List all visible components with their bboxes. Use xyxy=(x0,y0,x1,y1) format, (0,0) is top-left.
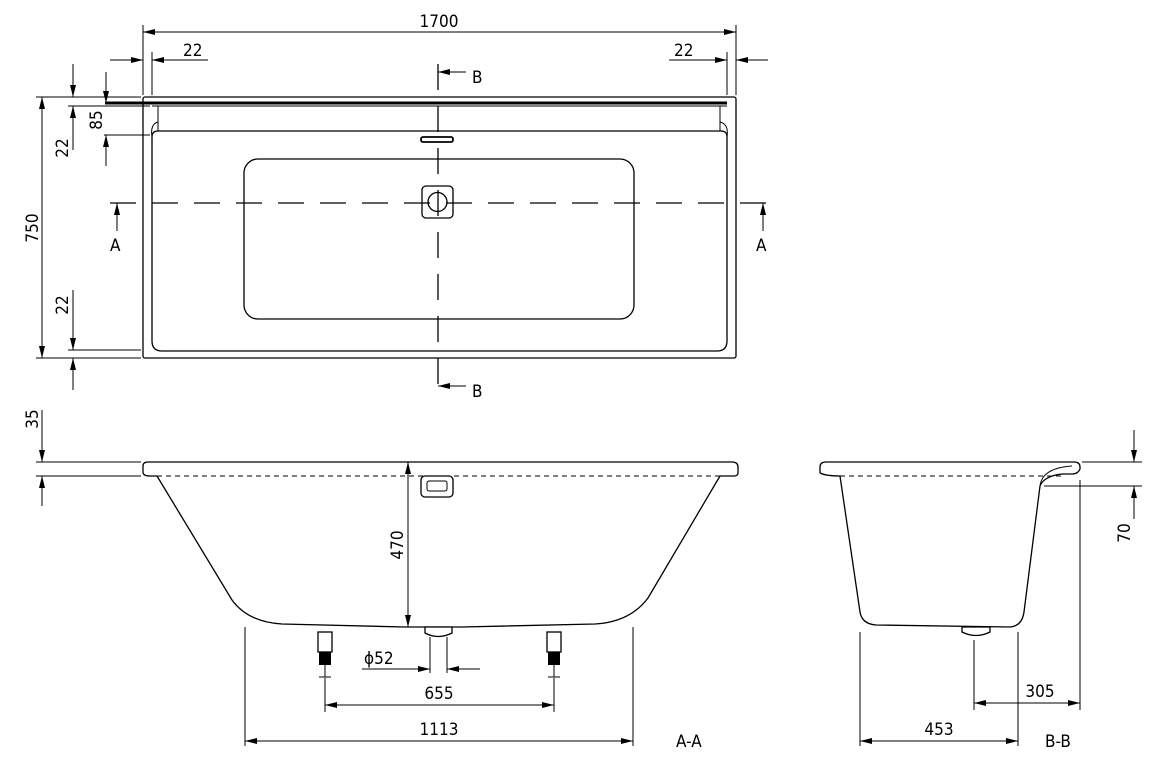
dimension-35-label: 35 xyxy=(23,409,43,428)
dimension-1113-label: 1113 xyxy=(420,720,459,740)
dimension-22-left-label: 22 xyxy=(183,41,202,61)
dimension-22-right-label: 22 xyxy=(674,41,693,61)
foot-left xyxy=(317,631,333,678)
section-aa-rim xyxy=(142,461,739,477)
section-bb-overflow xyxy=(1039,465,1073,487)
dimension-750-label: 750 xyxy=(23,213,43,242)
dimension-52-label: ϕ52 xyxy=(364,649,394,669)
dimension-1700-label: 1700 xyxy=(420,12,459,32)
rim-lip xyxy=(151,121,728,138)
bath-outer-outline xyxy=(142,96,737,359)
bath-inner-outline xyxy=(151,130,728,352)
section-aa-rim-left xyxy=(142,471,157,477)
section-bb-body xyxy=(819,472,1063,628)
section-bb-drain xyxy=(961,626,991,637)
section-aa-drain xyxy=(424,626,453,638)
section-aa-body xyxy=(156,475,721,628)
section-aa-overflow-inner xyxy=(426,480,448,492)
bath-floor-outline xyxy=(243,158,635,320)
dimension-453-label: 453 xyxy=(924,720,953,740)
section-bb: 70 305 453 B-B xyxy=(819,430,1142,752)
dimension-22-bottom-label: 22 xyxy=(53,295,73,314)
dimension-470-label: 470 xyxy=(388,530,408,559)
section-bb-rim xyxy=(819,461,1081,475)
overflow-slot xyxy=(420,136,454,143)
top-view: B B A A 1700 22 22 750 85 xyxy=(23,12,768,402)
section-a-right-label: A xyxy=(756,236,767,256)
dimension-70-label: 70 xyxy=(1115,523,1135,542)
section-aa-overflow xyxy=(420,475,454,498)
section-b-bottom-label: B xyxy=(472,382,483,402)
drain-square xyxy=(421,185,454,219)
dimension-22-top-label: 22 xyxy=(53,138,73,157)
dimension-305-label: 305 xyxy=(1025,682,1054,702)
dimension-655-label: 655 xyxy=(424,684,453,704)
dimension-85-label: 85 xyxy=(87,110,107,129)
section-aa: 35 470 ϕ52 655 1113 A-A xyxy=(23,409,739,752)
section-bb-caption: B-B xyxy=(1045,732,1071,752)
rim-shelf xyxy=(152,105,727,131)
section-aa-caption: A-A xyxy=(676,732,702,752)
section-b-top-label: B xyxy=(472,68,483,88)
section-a-left-label: A xyxy=(110,236,121,256)
foot-right xyxy=(546,631,562,678)
